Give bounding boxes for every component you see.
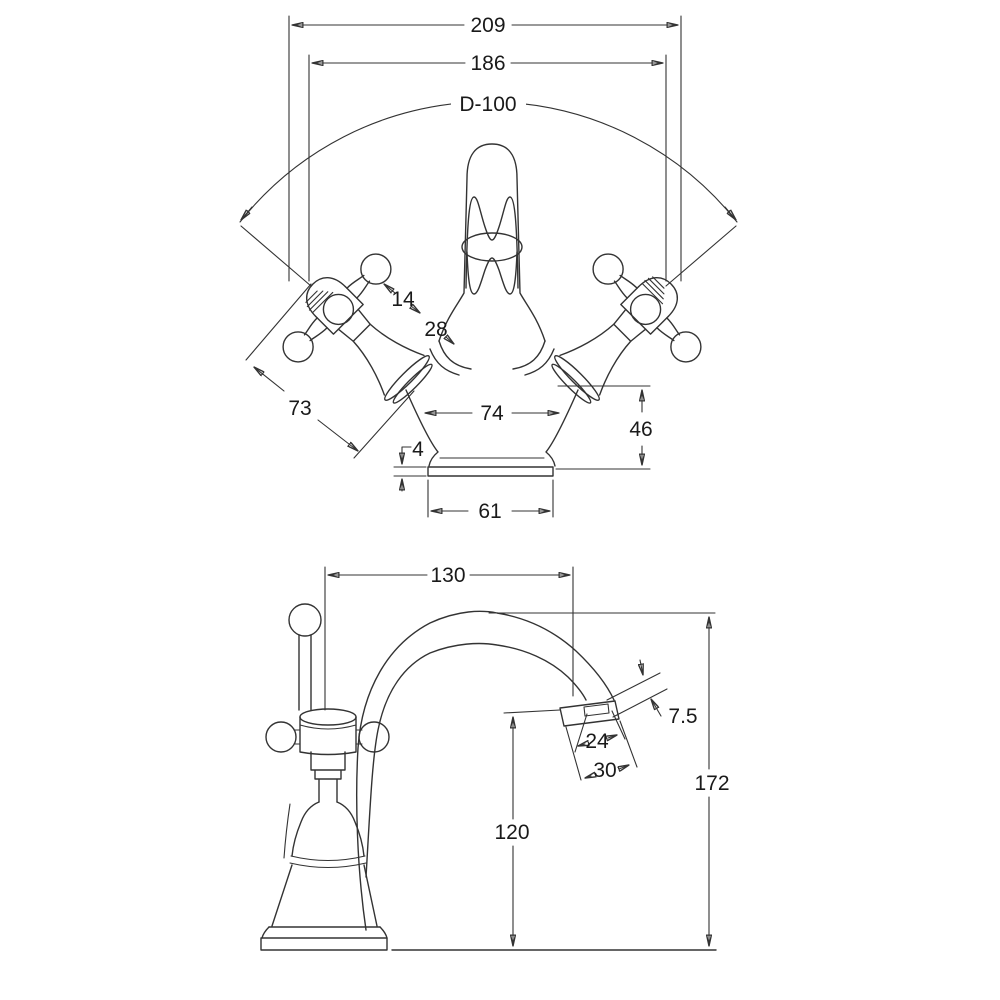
handle-hub-top bbox=[299, 708, 357, 726]
spout-outline bbox=[438, 143, 546, 342]
handle-top-stem bbox=[298, 634, 312, 711]
front-view-dimensions: 209 186 D-100 14 28 73 74 46 4 61 bbox=[239, 14, 738, 523]
dim-aerator-width: 24 bbox=[585, 730, 609, 753]
dim-handle-ball: 14 bbox=[391, 288, 415, 311]
side-view: 130 172 120 7.5 24 30 bbox=[260, 564, 734, 951]
front-view: 209 186 D-100 14 28 73 74 46 4 61 bbox=[239, 14, 738, 523]
side-view-dimensions: 130 172 120 7.5 24 30 bbox=[324, 564, 734, 951]
dim-tip-lip: 7.5 bbox=[668, 705, 697, 728]
handle-side-ball-right bbox=[358, 721, 390, 753]
dim-handle-length: 73 bbox=[288, 397, 311, 420]
dim-overall-width: 209 bbox=[470, 14, 505, 37]
label-mask bbox=[451, 91, 526, 116]
label-mask bbox=[492, 821, 534, 845]
dim-shoulder: 28 bbox=[424, 318, 447, 341]
side-view-object bbox=[260, 603, 620, 951]
dim-overall-height: 172 bbox=[694, 772, 729, 795]
spout-inner-curve bbox=[365, 642, 587, 878]
dim-centers-width: 186 bbox=[470, 52, 505, 75]
dim-base-plate-thickness: 4 bbox=[412, 438, 424, 461]
base-plate bbox=[427, 466, 554, 477]
side-base-plate bbox=[260, 937, 388, 951]
dim-spout-end-width: 30 bbox=[593, 759, 616, 782]
dim-spout-reach: 130 bbox=[430, 564, 465, 587]
handle-bonnet bbox=[310, 751, 346, 803]
front-view-object bbox=[262, 143, 722, 477]
spout-outer-curve bbox=[355, 610, 615, 931]
dim-base-width: 61 bbox=[478, 500, 501, 523]
label-mask bbox=[626, 418, 657, 441]
spout-fillets bbox=[429, 340, 555, 376]
spout-outlet bbox=[559, 700, 620, 727]
spout-collar-ellipse bbox=[461, 232, 523, 262]
aerator bbox=[583, 703, 610, 717]
spout-inner-curve-upper bbox=[465, 196, 519, 289]
handle-hub-body bbox=[299, 716, 357, 756]
bell-body bbox=[291, 801, 365, 857]
body-right-edge bbox=[545, 389, 579, 467]
dim-body-height: 46 bbox=[629, 418, 652, 441]
dim-body-width: 74 bbox=[480, 402, 504, 425]
body-left-edge bbox=[405, 389, 439, 467]
bell-skirt bbox=[268, 864, 381, 928]
spout-inner-curve-lower bbox=[466, 251, 518, 295]
handle-top-ball bbox=[288, 603, 322, 637]
label-mask bbox=[689, 771, 734, 796]
dim-swing-diameter: D-100 bbox=[459, 93, 516, 116]
handle-side-ball-left bbox=[265, 721, 297, 753]
dim-outlet-height: 120 bbox=[494, 821, 529, 844]
